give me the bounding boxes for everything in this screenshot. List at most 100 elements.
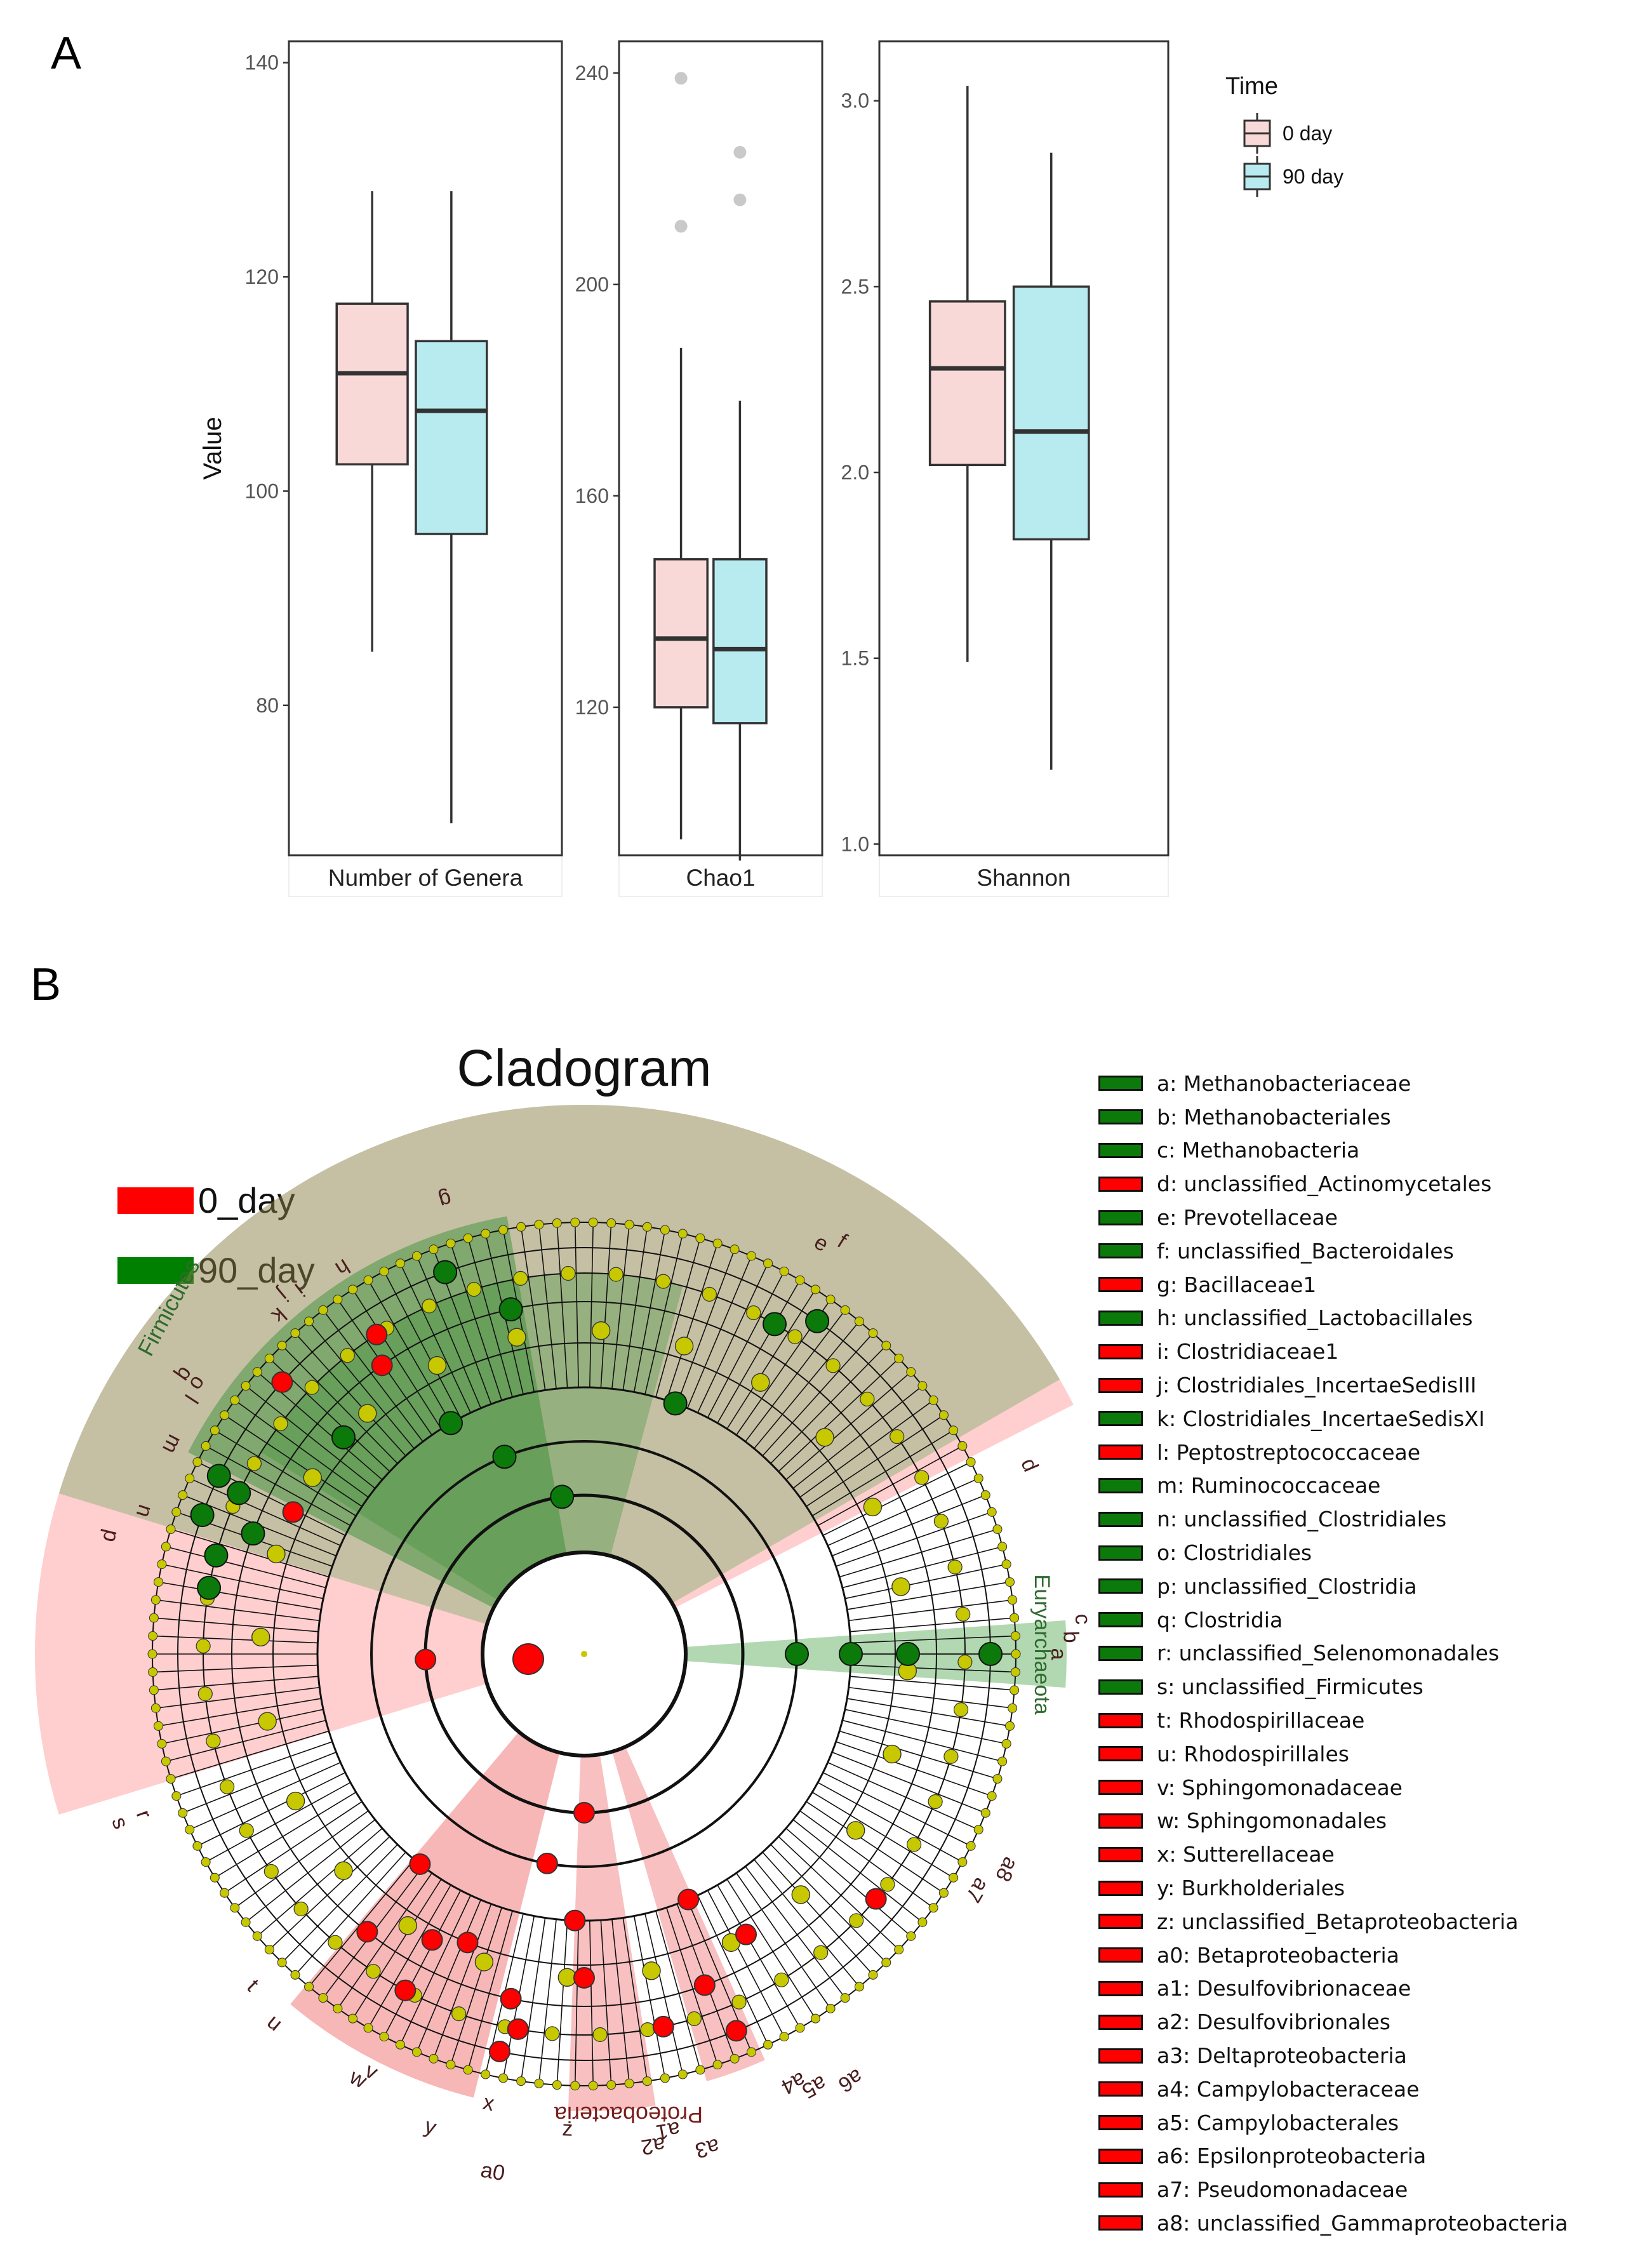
branch-line (736, 1872, 831, 2009)
leaf-node (747, 2047, 757, 2057)
node-0-day (457, 1931, 479, 1954)
branch-line (166, 1546, 326, 1589)
leaf-node (171, 1507, 182, 1517)
ring-letter-d: d (1016, 1455, 1043, 1475)
node-90-day (433, 1260, 458, 1284)
branch-line (633, 1229, 666, 1392)
node-0-day (536, 1852, 558, 1874)
node-0-day (371, 1354, 393, 1377)
taxa-legend-swatch (1098, 1478, 1143, 1493)
leaf-node (917, 1381, 928, 1391)
family-node (592, 2027, 608, 2043)
leaf-node (997, 1542, 1008, 1552)
node-0-day (421, 1929, 443, 1951)
taxa-legend-row: a7: Pseudomonadaceae (1098, 2173, 1632, 2206)
node-0-day (573, 1967, 595, 1989)
order-node (791, 1885, 810, 1904)
node-0-day (564, 1909, 586, 1931)
branch-line (848, 1686, 1013, 1709)
box-iqr (335, 302, 409, 466)
leaf-node (534, 1220, 544, 1230)
node-90-day (439, 1411, 463, 1436)
taxa-legend-label: q: Clostridia (1157, 1607, 1283, 1632)
branch-line (556, 1223, 568, 1388)
tick-label: 140 (245, 51, 279, 74)
order-node (863, 1497, 883, 1517)
branch-line (726, 1289, 817, 1429)
taxa-legend-row: a1: Desulfovibrionaceae (1098, 1972, 1632, 2006)
group-legend-swatch (117, 1257, 194, 1284)
branch-line (399, 1895, 471, 2045)
facet-strip (288, 855, 563, 897)
tick-label: 1.0 (841, 832, 869, 855)
leaf-node (624, 2078, 634, 2088)
taxa-legend-row: e: Prevotellaceae (1098, 1201, 1632, 1234)
branch-line (676, 1249, 735, 1404)
tick-label: 2.5 (841, 275, 869, 298)
family-node (849, 1913, 864, 1928)
taxa-legend-label: y: Burkholderiales (1157, 1876, 1345, 1901)
branch-line (770, 1844, 887, 1963)
leaf-node (395, 2039, 405, 2050)
taxa-legend-label: r: unclassified_Selenomonadales (1157, 1641, 1500, 1666)
node-90-day (241, 1521, 265, 1546)
leaf-node (570, 2081, 580, 2091)
panel-label-b: B (30, 959, 61, 1010)
leaf-node (481, 1229, 491, 1239)
branch-line (792, 1819, 923, 1923)
leaf-node (201, 1441, 211, 1451)
leaf-node (973, 1825, 983, 1835)
leaf-node (957, 1857, 968, 1867)
branch-line (574, 1920, 580, 2086)
family-node (608, 1267, 623, 1282)
outlier-point (733, 193, 747, 206)
leaf-node (171, 1791, 182, 1801)
taxa-legend-label: a8: unclassified_Gammaproteobacteria (1157, 2210, 1568, 2236)
taxa-legend-swatch (1098, 2182, 1143, 2198)
legend-label: 0 day (1283, 122, 1332, 145)
taxa-legend-label: c: Methanobacteria (1157, 1138, 1360, 1163)
branch-line (600, 1920, 612, 2085)
leaf-node (363, 2023, 373, 2033)
taxa-legend-row: a6: Epsilonproteobacteria (1098, 2140, 1632, 2173)
taxa-legend-row: a8: unclassified_Gammaproteobacteria (1098, 2206, 1632, 2240)
leaf-node (881, 1340, 891, 1351)
taxa-legend-label: v: Sphingomonadaceae (1157, 1775, 1403, 1800)
branch-line (433, 1904, 492, 2059)
leaf-node (290, 1328, 300, 1338)
family-node (220, 1779, 235, 1794)
taxa-legend-swatch (1098, 1846, 1143, 1862)
taxa-legend-swatch (1098, 1310, 1143, 1326)
clade-shade-clostridia (188, 1216, 567, 1608)
legend-title: Time (1225, 73, 1278, 100)
taxa-legend-row: q: Clostridia (1098, 1603, 1632, 1637)
box-0-day (335, 191, 409, 652)
leaf-node (795, 1275, 805, 1285)
branch-line (707, 1890, 785, 2037)
leaf-node (1004, 1721, 1015, 1731)
leaf-node (894, 1354, 904, 1364)
branch-line (785, 1371, 912, 1481)
taxa-legend-label: a6: Epsilonproteobacteria (1157, 2144, 1427, 2169)
node-90-day (763, 1312, 787, 1337)
ring-letter-a7: a7 (961, 1874, 994, 1907)
box-iqr (1012, 285, 1090, 541)
leaf-node (997, 1756, 1008, 1766)
family-node (731, 1994, 747, 2010)
leaf-node (220, 1410, 230, 1420)
tick-label: 3.0 (841, 90, 869, 112)
node-90-day (206, 1464, 231, 1488)
node-90-day (978, 1642, 1003, 1666)
branch-line (799, 1399, 934, 1498)
taxa-legend-swatch (1098, 1880, 1143, 1896)
node-0-day (282, 1501, 304, 1523)
branch-line (281, 1844, 398, 1963)
node-0-day (409, 1853, 431, 1875)
facet-strip (618, 855, 823, 897)
leaf-node (264, 1354, 274, 1364)
taxa-legend-swatch (1098, 1679, 1143, 1695)
branch-line (176, 1741, 333, 1797)
leaf-node (161, 1542, 171, 1552)
